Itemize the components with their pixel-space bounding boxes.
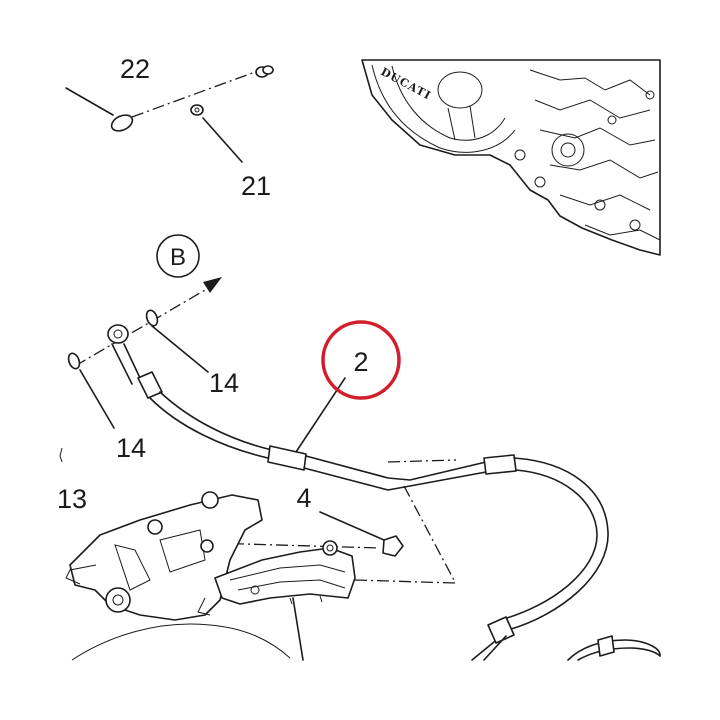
label-21: 21 [241,171,271,201]
frame-bracket [65,491,291,661]
holder-bracket [214,540,356,661]
view-b-label: B [170,244,186,271]
highlight-circle [321,320,401,400]
label-14-lower: 14 [116,433,146,463]
part-22-screw [65,65,274,132]
label-2: 2 [353,347,368,377]
part-21-nut [190,104,243,163]
label-14-upper: 14 [209,368,239,398]
view-b-marker: B [74,234,222,367]
engine-cover: DUCATI [361,59,661,256]
part-14-washers [67,309,209,429]
label-4: 4 [296,483,311,513]
direction-arrow-icon [203,277,222,293]
lower-right-part [567,635,661,661]
part-13-fragment [59,447,63,463]
part-2-brake-line [107,324,609,661]
label-22: 22 [120,54,150,84]
label-13: 13 [57,484,87,514]
assembly-reference-lines [354,459,457,584]
